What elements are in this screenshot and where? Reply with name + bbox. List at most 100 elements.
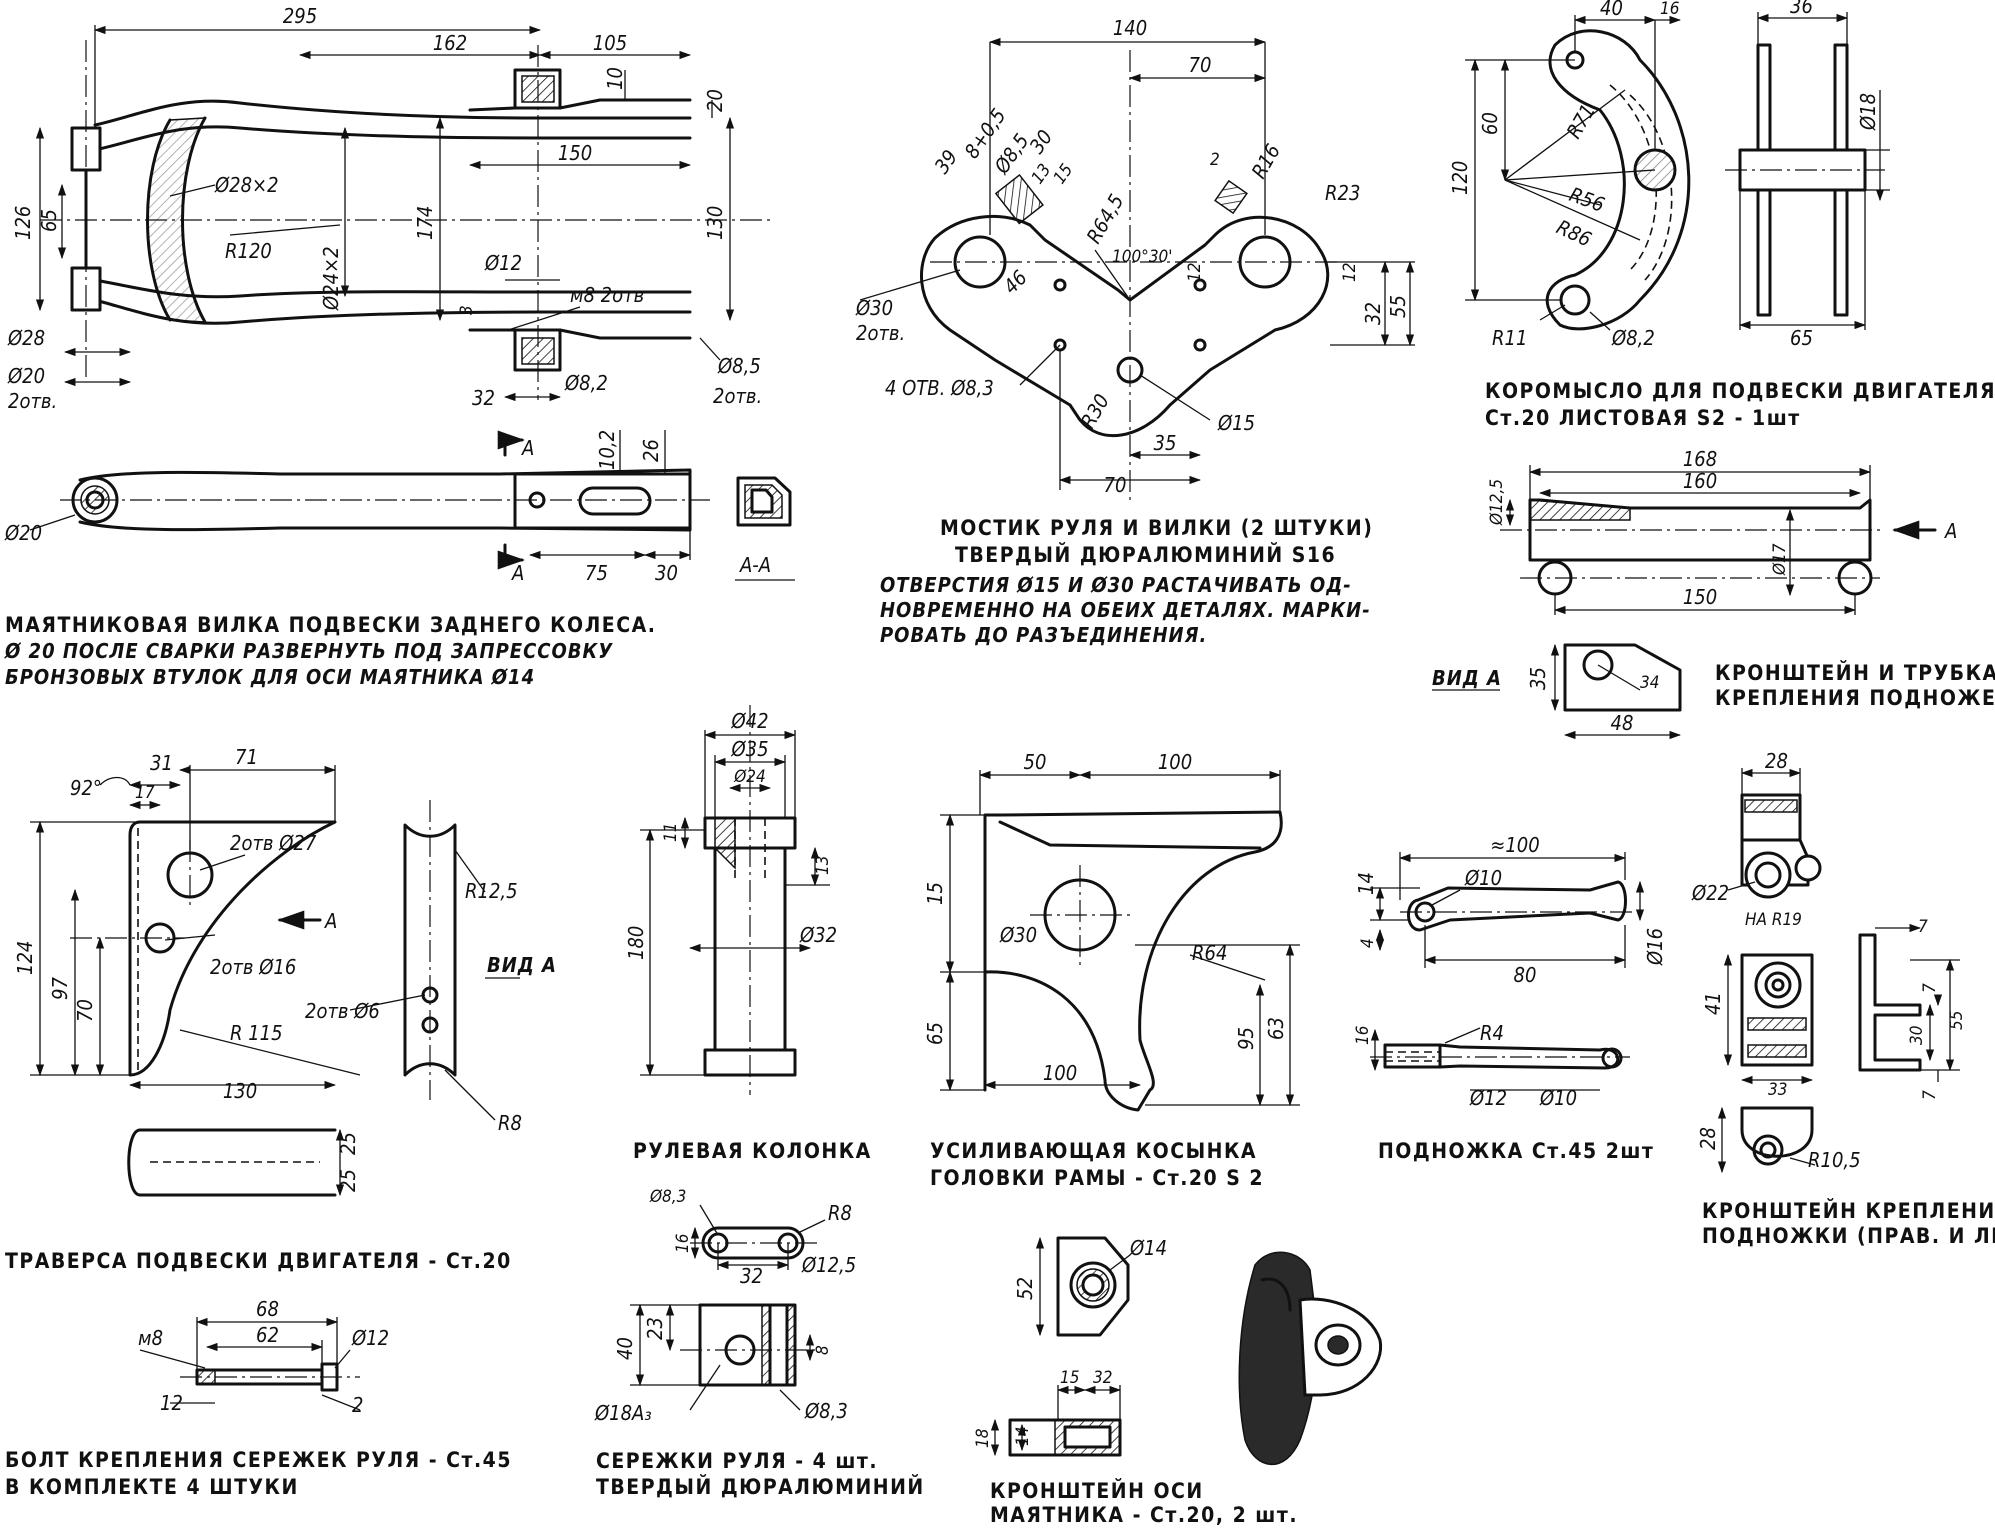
bridge-dim-55: 55: [1386, 295, 1410, 318]
frbracket-dim-55: 55: [1947, 1011, 1967, 1030]
footrest-dim-80: 80: [1514, 963, 1537, 987]
bridge-dim-15: 15: [1050, 160, 1078, 187]
footrest-dim-16b: 16: [1353, 1025, 1373, 1045]
footrest-dim-14: 14: [1354, 872, 1378, 895]
swingarm-dim-m8: м8 2отв: [570, 283, 644, 307]
footbracket-dim-34: 34: [1640, 673, 1659, 693]
footrest-dim-d10: Ø10: [1464, 866, 1502, 890]
footbracket-dim-d125: Ø12,5: [1487, 479, 1507, 526]
traverse-dim-h27: 2отв Ø27: [230, 831, 317, 855]
frbracket-dim-7c: 7: [1920, 1090, 1940, 1100]
rocker-caption-line1: КОРОМЫСЛО ДЛЯ ПОДВЕСКИ ДВИГАТЕЛЯ: [1485, 379, 1995, 403]
earrings-dim-32: 32: [740, 1264, 763, 1288]
footrest-dim-4: 4: [1358, 938, 1378, 948]
axle-dim-15: 15: [1060, 1368, 1079, 1388]
traverse-dim-25b: 25: [336, 1169, 360, 1192]
gusset-dim-100: 100: [1158, 750, 1192, 774]
frbracket-dim-41: 41: [1701, 992, 1725, 1015]
bridge-dim-12a: 12: [1185, 263, 1205, 282]
swingarm-dim-174: 174: [413, 206, 437, 240]
bridge-dim-70b: 70: [1104, 473, 1127, 497]
earrings-dim-d125: Ø12,5: [801, 1253, 856, 1277]
bridge-dim-30: 30: [1024, 125, 1057, 158]
swingarm-dim-d82: Ø8,2: [564, 371, 608, 395]
frbracket-dim-7a: 7: [1918, 917, 1928, 937]
frbracket-dim-d22: Ø22: [1691, 881, 1729, 905]
footbracket-dim-150: 150: [1683, 585, 1717, 609]
bridge-dim-r64-5: R64,5: [1082, 190, 1129, 248]
swingarm-dim-105: 105: [593, 31, 627, 55]
swingarm-dim-162: 162: [433, 31, 467, 55]
rocker-caption-line2: Ст.20 ЛИСТОВАЯ S2 - 1шт: [1485, 406, 1801, 430]
rocker-dim-d82: Ø8,2: [1611, 326, 1655, 350]
bridge-dim-140: 140: [1113, 16, 1147, 40]
footrest-dim-d12: Ø12: [1469, 1086, 1507, 1110]
bridge-caption-line5: РОВАТЬ ДО РАЗЪЕДИНЕНИЯ.: [880, 623, 1207, 647]
bridge-caption-line3: ОТВЕРСТИЯ Ø15 И Ø30 РАСТАЧИВАТЬ ОД-: [880, 573, 1352, 597]
bolt-dim-62: 62: [256, 1323, 279, 1347]
column-dim-d32: Ø32: [799, 923, 837, 947]
axle-caption-line1: КРОНШТЕЙН ОСИ: [990, 1478, 1204, 1503]
bridge-dim-4otv: 4 ОТВ. Ø8,3: [885, 376, 994, 400]
footbracket-dim-168: 168: [1683, 447, 1717, 471]
gusset-dim-100b: 100: [1043, 1061, 1077, 1085]
swingarm-dim-20: 20: [703, 89, 727, 112]
rocker-drawing: 40 16 60 120 R71 R56 R86 R11 Ø8,2 36 Ø18…: [1448, 0, 1995, 430]
swingarm-dim-d85: Ø8,5: [717, 354, 761, 378]
gusset-dim-50: 50: [1024, 750, 1047, 774]
swingarm-dim-2otv-a: 2отв.: [8, 389, 57, 413]
column-dim-180: 180: [624, 926, 648, 960]
swingarm-section-a-top: A: [521, 436, 534, 460]
bridge-dim-70: 70: [1189, 53, 1212, 77]
swingarm-dim-10: 10: [603, 67, 627, 90]
footbracket-view-a: A: [1944, 519, 1957, 543]
bolt-caption-line2: В КОМПЛЕКТЕ 4 ШТУКИ: [5, 1475, 299, 1499]
bridge-caption-line4: НОВРЕМЕННО НА ОБЕИХ ДЕТАЛЯХ. МАРКИ-: [880, 598, 1371, 622]
rocker-dim-120: 120: [1448, 161, 1472, 195]
frbracket-caption-line2: ПОДНОЖКИ (ПРАВ. И ЛЕВ.): [1702, 1224, 1995, 1248]
frbracket-dim-r105: R10,5: [1808, 1148, 1861, 1172]
traverse-dim-25a: 25: [336, 1132, 360, 1155]
bridge-dim-d15: Ø15: [1217, 411, 1255, 435]
frbracket-caption-line1: КРОНШТЕЙН КРЕПЛЕНИЯ: [1702, 1198, 1995, 1223]
bolt-dim-2: 2: [352, 1393, 363, 1417]
column-dim-d24: Ø24: [733, 767, 766, 787]
traverse-dim-71: 71: [235, 745, 258, 769]
traverse-dim-r125: R12,5: [465, 879, 518, 903]
bridge-caption-line2: ТВЕРДЫЙ ДЮРАЛЮМИНИЙ S16: [955, 542, 1336, 567]
rocker-dim-r86: R86: [1553, 215, 1595, 252]
bolt-dim-68: 68: [256, 1297, 279, 1321]
bolt-dim-12: 12: [160, 1391, 183, 1415]
bridge-dim-r23: R23: [1325, 181, 1360, 205]
footbracket-dim-48: 48: [1611, 711, 1634, 735]
earrings-drawing: Ø8,3 R8 16 32 Ø12,5 40 23 8 Ø18А₃ Ø8,3 С…: [594, 1187, 923, 1499]
bridge-drawing: 140 70 39 8+0,5 Ø8,5 30 13 15 R64,5 2 R1…: [855, 16, 1415, 647]
rocker-dim-r11: R11: [1492, 326, 1527, 350]
swingarm-dim-d20-top: Ø20: [4, 521, 42, 545]
gusset-caption-line1: УСИЛИВАЮЩАЯ КОСЫНКА: [930, 1139, 1257, 1163]
bridge-dim-d30: Ø30: [855, 296, 893, 320]
earrings-dim-d83b: Ø8,3: [804, 1399, 848, 1423]
swingarm-dim-30: 30: [655, 561, 678, 585]
swingarm-section-aa-label: А-А: [739, 553, 771, 577]
swingarm-dim-d20: Ø20: [7, 364, 45, 388]
swingarm-caption-line2: Ø 20 ПОСЛЕ СВАРКИ РАЗВЕРНУТЬ ПОД ЗАПРЕСС…: [4, 639, 613, 663]
footrest-caption: ПОДНОЖКА Ст.45 2шт: [1378, 1139, 1654, 1163]
traverse-dim-124: 124: [13, 941, 37, 975]
axle-dim-32: 32: [1093, 1368, 1112, 1388]
column-dim-d42: Ø42: [730, 709, 768, 733]
traverse-dim-17: 17: [135, 783, 155, 803]
swingarm-dim-3: 3: [457, 305, 477, 315]
footrest-bracket-drawing: 28 Ø22 НА R19 41 33 7 7 30 55 7 28 R: [1691, 749, 1995, 1248]
axle-bracket-drawing: 52 Ø14 15 32 18 14 КРОНШТЕЙН ОСИ МАЯТНИК…: [973, 1236, 1383, 1527]
column-dim-11: 11: [661, 823, 681, 842]
frbracket-dim-30: 30: [1907, 1026, 1927, 1045]
footbracket-dim-35: 35: [1526, 667, 1550, 690]
traverse-dim-angle: 92°: [70, 776, 102, 800]
frbracket-dim-28: 28: [1765, 749, 1788, 773]
axle-dim-d14: Ø14: [1129, 1236, 1167, 1260]
bridge-caption-line1: МОСТИК РУЛЯ И ВИЛКИ (2 ШТУКИ): [940, 516, 1373, 540]
swingarm-drawing: 295 162 105 10 20 150 126 65 Ø28×2 R120 …: [4, 4, 795, 689]
column-caption: РУЛЕВАЯ КОЛОНКА: [633, 1139, 872, 1163]
column-dim-13: 13: [813, 856, 833, 875]
